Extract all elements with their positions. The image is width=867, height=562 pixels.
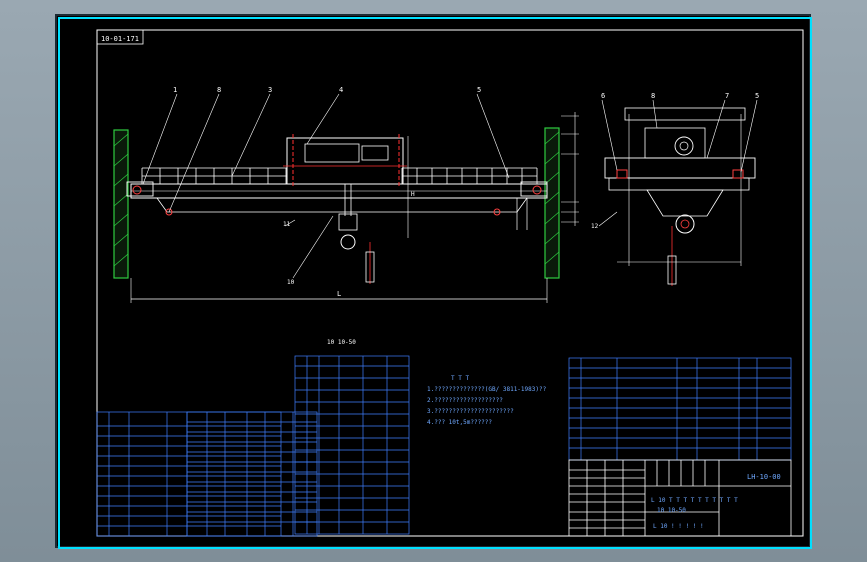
- part-number-4: 4: [339, 86, 343, 94]
- notes-title: T T T: [451, 375, 469, 382]
- parts-list: [568, 357, 792, 461]
- note-3: 3.??????????????????????: [427, 408, 514, 415]
- left-end-truck: [126, 181, 154, 197]
- leader-label-10: 10: [287, 279, 295, 286]
- span-dimension-label: L: [337, 290, 341, 298]
- corner-tag-box: [96, 29, 144, 45]
- side-pendant: [667, 255, 677, 285]
- title-footer: L 10 ! ! ! ! !: [653, 523, 704, 530]
- left-wall: [113, 129, 129, 279]
- height-dimension-label: H: [411, 191, 415, 198]
- hook: [340, 234, 356, 250]
- side-leader-12: 12: [591, 223, 599, 230]
- corner-tag-text: 10-01-171: [101, 35, 139, 43]
- side-trolley: [644, 127, 706, 159]
- note-1: 1.??????????????(GB/ 3811-1983)??: [427, 386, 547, 393]
- walkway-railing: [141, 167, 538, 184]
- side-hook-block: [675, 214, 695, 234]
- cad-drawing-canvas[interactable]: 10-01-171: [57, 16, 813, 550]
- inner-frame: [96, 29, 804, 537]
- outer-frame: [58, 17, 812, 549]
- side-part-number-7: 7: [725, 92, 729, 100]
- side-part-number-8: 8: [651, 92, 655, 100]
- part-number-3: 3: [268, 86, 272, 94]
- note-4: 4.??? 10t,5m??????: [427, 419, 492, 426]
- right-end-truck: [520, 181, 548, 197]
- hoist-drum: [304, 143, 360, 163]
- pendant-control: [365, 251, 375, 283]
- title-name-line-2: 10 10-50: [657, 507, 686, 514]
- side-drum: [674, 136, 694, 156]
- front-view: L H 1 8 3 4 5 11 10: [113, 86, 579, 303]
- title-block: [568, 459, 792, 537]
- side-view: 6 8 7 5 12: [591, 92, 759, 286]
- component-table: [96, 411, 282, 537]
- title-name-line-1: L 10 T T T T T T T T T T: [651, 497, 738, 504]
- part-number-5: 5: [477, 86, 481, 94]
- params-table-title: 10 10-50: [327, 339, 356, 346]
- drawing-sheet: 10-01-171: [55, 14, 813, 550]
- hoist-motor: [361, 145, 389, 161]
- part-number-8: 8: [217, 86, 221, 94]
- note-2: 2.???????????????????: [427, 397, 503, 404]
- hook-block: [338, 213, 358, 231]
- parameter-table: [294, 355, 410, 535]
- side-part-number-6: 6: [601, 92, 605, 100]
- drawing-number: LH-10-00: [747, 473, 781, 481]
- part-number-1: 1: [173, 86, 177, 94]
- side-part-number-5: 5: [755, 92, 759, 100]
- leader-label-11: 11: [283, 221, 291, 228]
- right-wall: [544, 127, 560, 279]
- trolley-frame: [286, 137, 404, 185]
- technical-notes: T T T 1.??????????????(GB/ 3811-1983)?? …: [427, 375, 547, 426]
